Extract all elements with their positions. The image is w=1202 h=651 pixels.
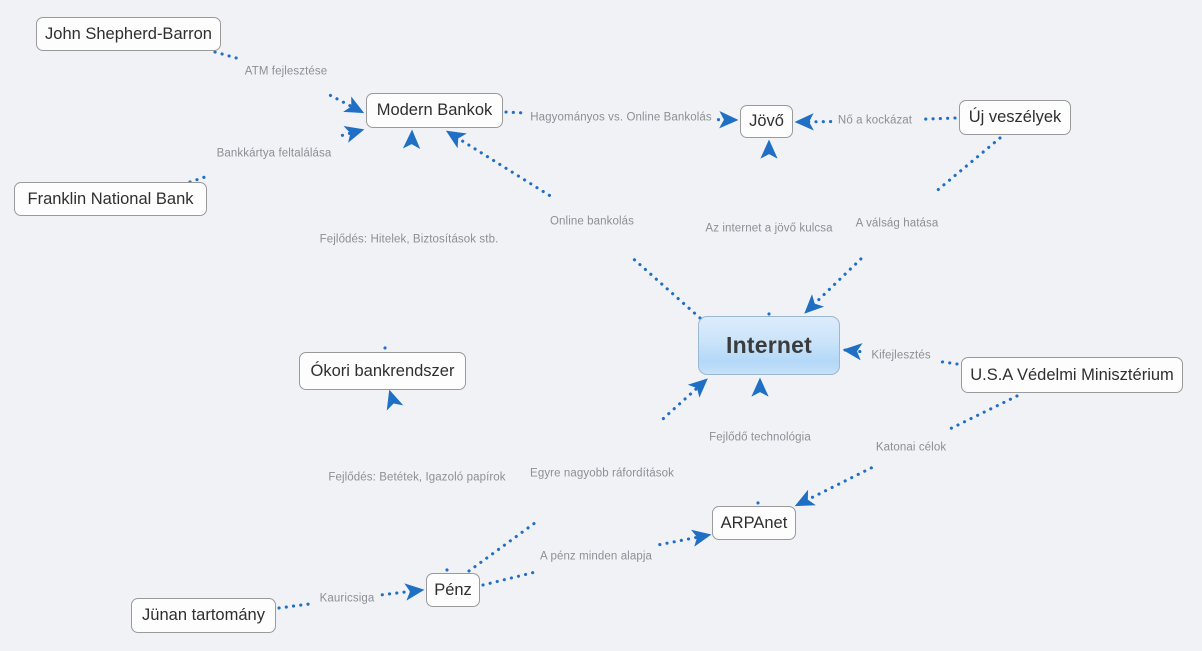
edge-label-e10: Katonai célok: [875, 441, 947, 454]
edge-e9-segment-end: [842, 343, 863, 361]
node-label: Pénz: [434, 580, 472, 599]
edge-e14-segment-start: [444, 564, 449, 572]
edge-e13-segment-start: [467, 521, 537, 573]
node-internet[interactable]: Internet: [698, 316, 840, 375]
node-ujveszely[interactable]: Új veszélyek: [959, 100, 1071, 135]
edge-e12-segment-start: [481, 571, 535, 587]
node-label: U.S.A Védelmi Minisztérium: [970, 365, 1174, 384]
edge-e8-segment-start: [934, 136, 1002, 194]
edge-e9-segment-start: [940, 360, 959, 366]
node-usa[interactable]: U.S.A Védelmi Minisztérium: [961, 357, 1183, 393]
node-label: Ókori bankrendszer: [310, 361, 455, 380]
edge-e10-segment-end: [794, 466, 873, 507]
edge-label-e3: Hagyományos vs. Online Bankolás: [530, 111, 712, 124]
edge-lines: [188, 50, 1019, 610]
node-label: Franklin National Bank: [27, 189, 194, 208]
node-franklin[interactable]: Franklin National Bank: [14, 182, 207, 216]
edge-label-e1: ATM fejlesztése: [244, 65, 328, 78]
node-john[interactable]: John Shepherd-Barron: [36, 17, 221, 51]
edge-e14-segment-end: [386, 389, 404, 411]
edge-e13-segment-end: [661, 378, 708, 421]
edge-e5-segment-start: [383, 342, 388, 350]
edge-e15-segment-start: [277, 602, 314, 610]
edge-label-e5: Fejlődés: Hitelek, Biztosítások stb.: [319, 233, 499, 246]
edge-label-e9: Kifejlesztés: [871, 349, 931, 362]
edge-label-e13: Egyre nagyobb ráfordítások: [530, 467, 674, 480]
edge-label-e2: Bankkártya feltalálása: [216, 147, 332, 160]
edge-label-e14: Fejlődés: Betétek, Igazoló papírok: [328, 471, 506, 484]
edge-e15-segment-end: [380, 583, 425, 601]
node-arpanet[interactable]: ARPAnet: [712, 506, 796, 540]
edge-e6-segment-start: [628, 253, 702, 320]
node-label: Új veszélyek: [968, 108, 1062, 127]
edge-e3-segment-start: [504, 110, 526, 115]
node-label: Jövő: [749, 112, 784, 131]
edge-label-e8: A válság hatása: [855, 217, 939, 230]
edge-label-e6: Online bankolás: [550, 215, 634, 228]
edge-label-e15: Kauricsiga: [319, 592, 375, 605]
edge-e10-segment-start: [949, 394, 1019, 431]
edge-label-e12: A pénz minden alapja: [540, 550, 652, 563]
node-label: ARPAnet: [720, 513, 788, 532]
edge-e1-segment-start: [213, 50, 240, 60]
edge-label-e7: Az internet a jövő kulcsa: [705, 222, 833, 235]
node-penz[interactable]: Pénz: [426, 573, 480, 607]
edge-e4-segment-start: [917, 116, 957, 121]
node-okori[interactable]: Ókori bankrendszer: [299, 352, 466, 390]
edge-label-e11: Fejlődő technológia: [709, 431, 811, 444]
edge-e6-segment-end: [445, 130, 551, 197]
edge-e12-segment-end: [658, 529, 712, 547]
node-label: John Shepherd-Barron: [45, 24, 212, 43]
edge-label-e4: Nő a kockázat: [837, 114, 913, 127]
node-modern[interactable]: Modern Bankok: [366, 93, 503, 128]
node-jovo[interactable]: Jövő: [740, 105, 793, 138]
node-label: Internet: [726, 332, 812, 358]
edge-e2-segment-end: [340, 126, 365, 143]
edge-e8-segment-end: [804, 257, 863, 314]
node-junan[interactable]: Jünan tartomány: [131, 598, 276, 633]
node-label: Modern Bankok: [376, 101, 493, 120]
edge-e1-segment-end: [328, 93, 365, 114]
edge-e2-segment-start: [188, 174, 209, 184]
node-label: Jünan tartomány: [142, 606, 265, 625]
